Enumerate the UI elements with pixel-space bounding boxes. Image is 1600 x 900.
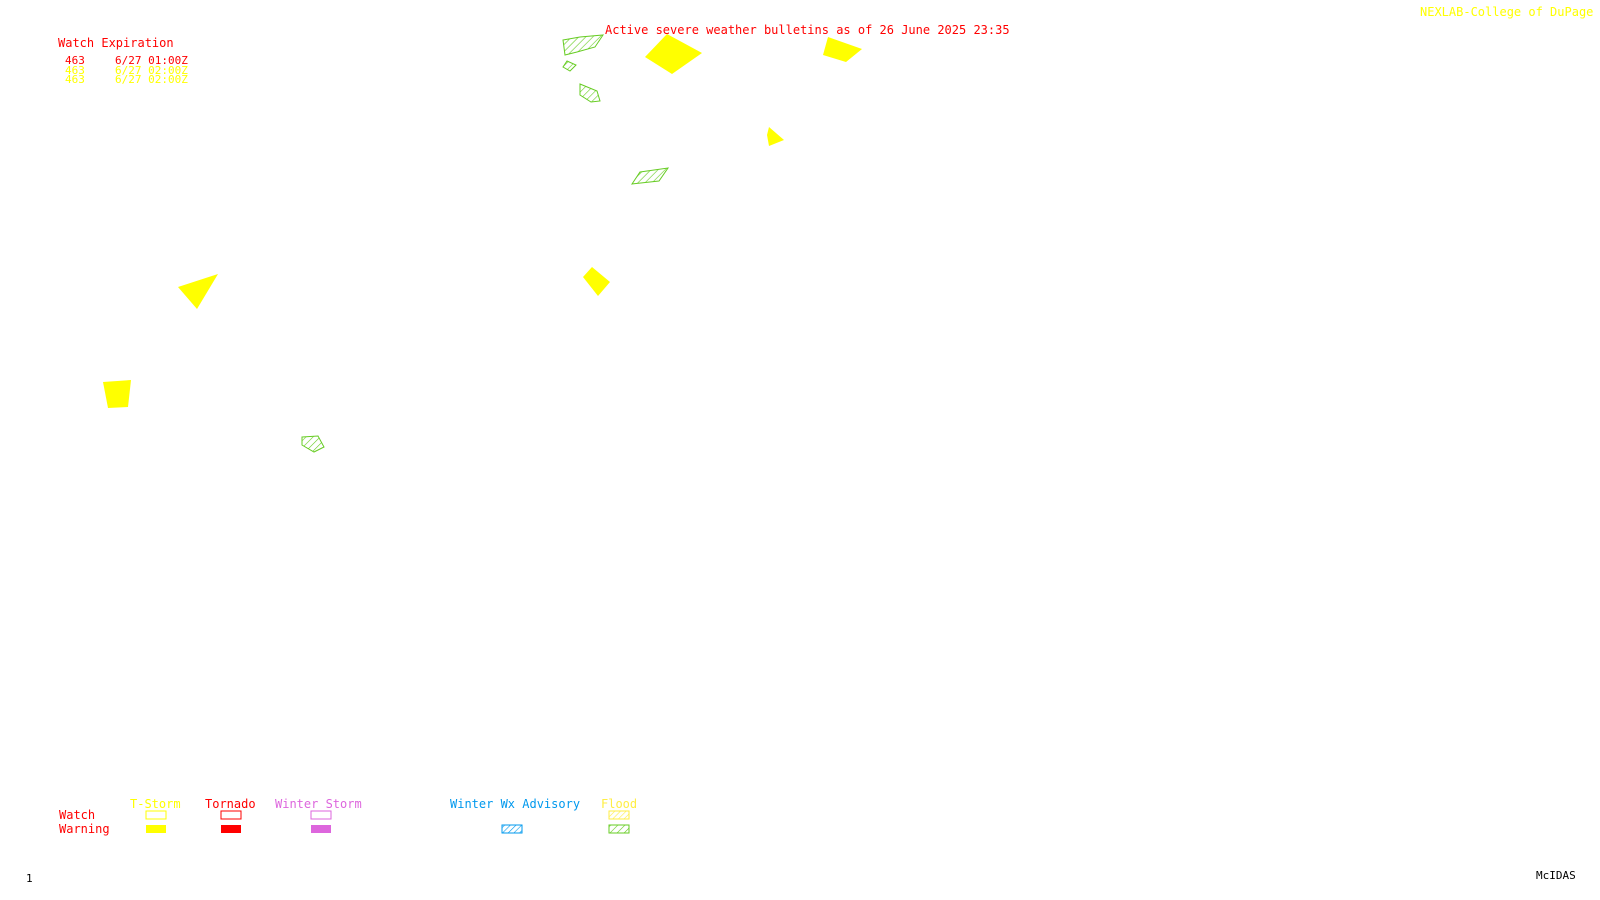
watch-expiration-header: Watch Expiration [58,36,174,50]
flood-warning-polygon [630,167,670,185]
watch-expires: 6/27 02:00Z [115,73,188,86]
legend-flood-watch-box [608,810,630,820]
watch-expires: 6/27 02:00Z [115,64,188,77]
flood-warning-polygon [562,60,577,72]
watch-row: 463 6/27 02:00Z [65,74,188,85]
frame-number: 1 [26,872,33,885]
legend-warning-row-label: Warning [59,822,110,836]
legend-winter-advisory-box [501,824,523,834]
legend-winter-storm-watch-box [310,810,332,820]
legend-flood-warning-box [608,824,630,834]
tstorm-warning-polygon [767,127,784,146]
legend-tstorm-watch-box [145,810,167,820]
watch-number: 463 [65,64,85,77]
legend-watch-row-label: Watch [59,808,96,822]
legend-winter-storm-warning-box [311,825,331,833]
legend-winter-storm-label: Winter Storm [275,797,362,811]
legend-flood-label: Flood [601,797,638,811]
legend-tornado-label: Tornado [205,797,256,811]
legend-winter-advisory-label: Winter Wx Advisory [450,797,581,811]
legend-tstorm-warning-box [146,825,166,833]
credit-label: NEXLAB-College of DuPage R [1420,5,1600,19]
watch-expires: 6/27 01:00Z [115,54,188,67]
legend-tornado-warning-box [221,825,241,833]
watch-row: 463 6/27 02:00Z [65,65,188,76]
software-label: McIDAS [1536,869,1576,882]
tstorm-warning-polygon [178,274,218,309]
tstorm-warning-polygon [645,34,702,74]
watch-number: 463 [65,73,85,86]
legend-tornado-watch-box [220,810,242,820]
flood-warning-polygon [579,83,601,103]
flood-warning-polygon [562,34,604,56]
watch-row: 463 6/27 01:00Z [65,55,188,66]
tstorm-warning-polygon [583,267,610,296]
legend-tstorm-label: T-Storm [130,797,181,811]
flood-warning-polygon [301,435,325,453]
tstorm-warning-polygon [103,380,131,408]
bulletin-title: Active severe weather bulletins as of 26… [605,23,1010,37]
tstorm-warning-polygon [823,37,862,62]
watch-number: 463 [65,54,85,67]
